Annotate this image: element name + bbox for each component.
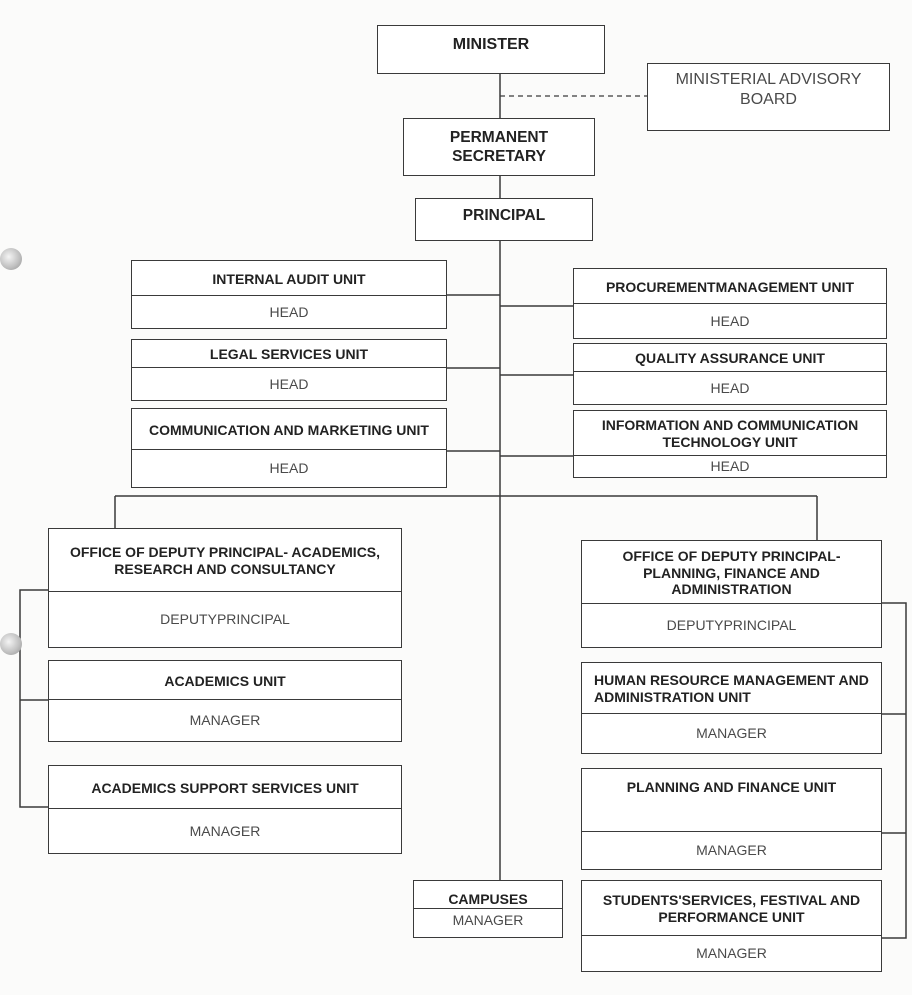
minister-box: MINISTER xyxy=(377,25,605,74)
principal-label: PRINCIPAL xyxy=(462,207,546,224)
right-branch xyxy=(881,602,907,939)
planning-finance-unit-name: PLANNING AND FINANCE UNIT xyxy=(626,778,837,795)
hr-management-unit: HUMAN RESOURCE MANAGEMENT AND ADMINISTRA… xyxy=(581,662,882,754)
advisory-board-box: MINISTERIAL ADVISORY BOARD xyxy=(647,63,890,131)
internal-audit-name: INTERNAL AUDIT UNIT xyxy=(212,270,366,287)
permanent-secretary-label: PERMANENT SECRETARY xyxy=(449,128,549,165)
quality-assurance-name: QUALITY ASSURANCE UNIT xyxy=(635,350,825,367)
deputy-planning-office-name: OFFICE OF DEPUTY PRINCIPAL- PLANNING, FI… xyxy=(622,547,841,598)
students-services-unit-name: STUDENTS'SERVICES, FESTIVAL AND PERFORMA… xyxy=(602,892,861,925)
campuses-name: CAMPUSES xyxy=(414,881,562,909)
academics-unit-role: MANAGER xyxy=(49,699,401,741)
minister-label: MINISTER xyxy=(452,36,530,53)
legal-services-name: LEGAL SERVICES UNIT xyxy=(209,346,369,363)
communication-marketing-unit: COMMUNICATION AND MARKETING UNIT HEAD xyxy=(131,408,447,488)
internal-audit-role: HEAD xyxy=(132,295,446,328)
punch-hole-top xyxy=(0,248,22,270)
academics-support-unit-name: ACADEMICS SUPPORT SERVICES UNIT xyxy=(91,779,359,796)
academics-support-unit-role: MANAGER xyxy=(49,808,401,853)
communication-marketing-name: COMMUNICATION AND MARKETING UNIT xyxy=(149,421,429,438)
legal-services-unit: LEGAL SERVICES UNIT HEAD xyxy=(131,339,447,401)
ict-role: HEAD xyxy=(574,455,886,477)
quality-assurance-unit: QUALITY ASSURANCE UNIT HEAD xyxy=(573,343,887,405)
procurement-unit: PROCUREMENTMANAGEMENT UNIT HEAD xyxy=(573,268,887,339)
ict-unit: INFORMATION AND COMMUNICATION TECHNOLOGY… xyxy=(573,410,887,478)
principal-box: PRINCIPAL xyxy=(415,198,593,241)
academics-unit: ACADEMICS UNIT MANAGER xyxy=(48,660,402,742)
hr-management-unit-name: HUMAN RESOURCE MANAGEMENT AND ADMINISTRA… xyxy=(594,672,869,705)
planning-finance-unit: PLANNING AND FINANCE UNIT MANAGER xyxy=(581,768,882,870)
procurement-name: PROCUREMENTMANAGEMENT UNIT xyxy=(605,278,855,295)
planning-finance-unit-role: MANAGER xyxy=(582,831,881,869)
quality-assurance-role: HEAD xyxy=(574,371,886,404)
left-branch xyxy=(19,589,48,808)
procurement-role: HEAD xyxy=(574,303,886,338)
deputy-planning-office: OFFICE OF DEPUTY PRINCIPAL- PLANNING, FI… xyxy=(581,540,882,648)
campuses-role: MANAGER xyxy=(452,911,524,928)
deputy-academics-office: OFFICE OF DEPUTY PRINCIPAL- ACADEMICS, R… xyxy=(48,528,402,648)
hr-management-unit-role: MANAGER xyxy=(582,713,881,753)
ict-name: INFORMATION AND COMMUNICATION TECHNOLOGY… xyxy=(601,417,859,450)
deputy-planning-role: DEPUTYPRINCIPAL xyxy=(582,603,881,647)
academics-support-unit: ACADEMICS SUPPORT SERVICES UNIT MANAGER xyxy=(48,765,402,854)
advisory-board-label: MINISTERIAL ADVISORY BOARD xyxy=(675,71,862,108)
deputy-academics-role: DEPUTYPRINCIPAL xyxy=(49,591,401,647)
academics-unit-name: ACADEMICS UNIT xyxy=(164,672,286,689)
students-services-unit-role: MANAGER xyxy=(582,935,881,971)
internal-audit-unit: INTERNAL AUDIT UNIT HEAD xyxy=(131,260,447,329)
punch-hole-bottom xyxy=(0,633,22,655)
communication-marketing-role: HEAD xyxy=(132,449,446,487)
permanent-secretary-box: PERMANENT SECRETARY xyxy=(403,118,595,176)
students-services-unit: STUDENTS'SERVICES, FESTIVAL AND PERFORMA… xyxy=(581,880,882,972)
campuses-box: CAMPUSES MANAGER xyxy=(413,880,563,938)
deputy-academics-office-name: OFFICE OF DEPUTY PRINCIPAL- ACADEMICS, R… xyxy=(69,544,381,577)
legal-services-role: HEAD xyxy=(132,367,446,400)
